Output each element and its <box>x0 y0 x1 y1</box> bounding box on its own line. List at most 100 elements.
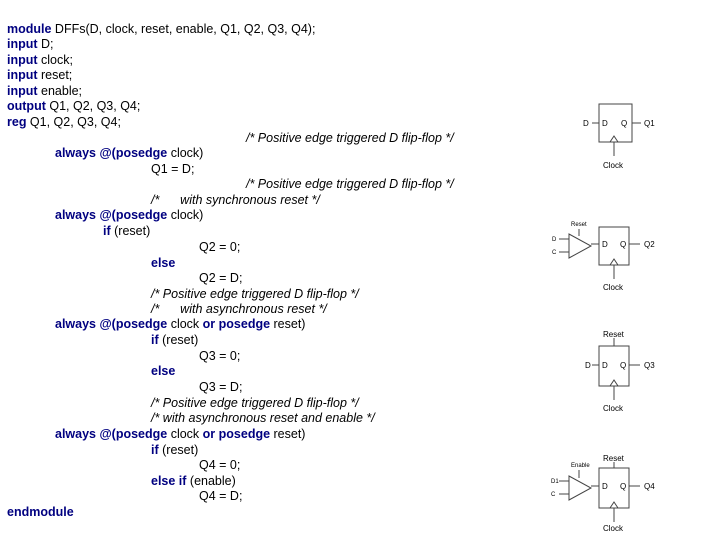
code-line: reg Q1, Q2, Q3, Q4; <box>7 115 121 130</box>
ff3-clock-label: Clock <box>603 404 624 413</box>
keyword: else if <box>151 474 187 488</box>
ff2-d-label: D <box>552 237 557 243</box>
code-text: (reset) <box>158 443 199 457</box>
keyword: always @(posedge <box>55 146 168 160</box>
comment: /* Positive edge triggered D flip-flop *… <box>151 287 359 301</box>
code-line: Q2 = D; <box>199 271 242 286</box>
keyword: or posedge <box>202 317 271 331</box>
code-text: clock) <box>167 208 204 222</box>
ff3-d-label: D <box>585 361 591 370</box>
keyword: module <box>7 22 52 36</box>
code-line: Q1 = D; <box>151 162 194 177</box>
ff4-enable-label: Enable <box>571 463 590 469</box>
code-line: Q4 = D; <box>199 489 242 504</box>
code-line: /* Positive edge triggered D flip-flop *… <box>246 177 454 192</box>
ff1-d-inner-label: D <box>602 119 608 128</box>
ff1-q-output-label: Q1 <box>644 119 655 128</box>
code-text: reset; <box>37 68 73 82</box>
code-line: /* Positive edge triggered D flip-flop *… <box>246 131 454 146</box>
keyword: endmodule <box>7 505 74 519</box>
ff2-d-inner-label: D <box>602 240 608 249</box>
keyword: or posedge <box>202 427 271 441</box>
code-line: module DFFs(D, clock, reset, enable, Q1,… <box>7 22 315 37</box>
code-line: input enable; <box>7 84 82 99</box>
code-line: input reset; <box>7 68 72 83</box>
keyword: reg <box>7 115 27 129</box>
keyword: always @(posedge <box>55 317 168 331</box>
code-line: /* with asynchronous reset and enable */ <box>151 411 375 426</box>
keyword: always @(posedge <box>55 427 168 441</box>
keyword: output <box>7 99 46 113</box>
code-text: (reset) <box>158 333 199 347</box>
ff2-c-label: C <box>552 250 557 256</box>
ff4-q-inner-label: Q <box>620 482 626 491</box>
ff3-q-inner-label: Q <box>620 361 626 370</box>
code-line: endmodule <box>7 505 74 520</box>
keyword: else <box>151 364 176 378</box>
comment: /* with synchronous reset */ <box>151 193 320 207</box>
ff1-q-inner-label: Q <box>621 119 627 128</box>
code-line: Q3 = 0; <box>199 349 240 364</box>
flip-flop-q3-diagram <box>592 338 640 400</box>
code-line: Q4 = 0; <box>199 458 240 473</box>
keyword: if <box>151 443 159 457</box>
keyword: input <box>7 37 38 51</box>
code-line: if (reset) <box>103 224 150 239</box>
code-line: /* with synchronous reset */ <box>151 193 320 208</box>
comment: /* Positive edge triggered D flip-flop *… <box>246 177 454 191</box>
code-line: /* Positive edge triggered D flip-flop *… <box>151 396 359 411</box>
code-text: reset) <box>270 427 306 441</box>
code-text: clock <box>167 427 203 441</box>
code-text: D; <box>37 37 54 51</box>
code-text: (reset) <box>110 224 151 238</box>
code-text: Q1, Q2, Q3, Q4; <box>26 115 121 129</box>
code-text: Q3 = 0; <box>199 349 241 363</box>
keyword: if <box>103 224 111 238</box>
comment: /* with asynchronous reset and enable */ <box>151 411 375 425</box>
ff4-reset-label: Reset <box>603 454 625 463</box>
code-line: always @(posedge clock) <box>55 208 203 223</box>
code-line: else if (enable) <box>151 474 236 489</box>
comment: /* Positive edge triggered D flip-flop *… <box>151 396 359 410</box>
keyword: else <box>151 256 176 270</box>
ff2-reset-label: Reset <box>571 222 587 228</box>
code-line: if (reset) <box>151 333 198 348</box>
code-line: /* with asynchronous reset */ <box>151 302 327 317</box>
code-text: enable; <box>37 84 83 98</box>
flip-flop-q1-diagram <box>592 103 641 156</box>
ff1-clock-label: Clock <box>603 161 624 170</box>
keyword: if <box>151 333 159 347</box>
code-text: Q4 = 0; <box>199 458 241 472</box>
code-text: reset) <box>270 317 306 331</box>
ff4-c-label: C <box>551 492 556 498</box>
ff2-q-inner-label: Q <box>620 240 626 249</box>
ff1-d-label: D <box>583 119 589 128</box>
code-text: DFFs(D, clock, reset, enable, Q1, Q2, Q3… <box>51 22 316 36</box>
code-text: Q2 = D; <box>199 271 243 285</box>
code-text: clock) <box>167 146 204 160</box>
ff4-clock-label: Clock <box>603 524 624 533</box>
ff3-q-output-label: Q3 <box>644 361 655 370</box>
code-text: clock; <box>37 53 73 67</box>
code-line: if (reset) <box>151 443 198 458</box>
ff3-d-inner-label: D <box>602 361 608 370</box>
code-line: always @(posedge clock or posedge reset) <box>55 317 305 332</box>
keyword: input <box>7 53 38 67</box>
code-text: Q4 = D; <box>199 489 243 503</box>
code-text: Q1, Q2, Q3, Q4; <box>45 99 141 113</box>
ff2-clock-label: Clock <box>603 283 624 292</box>
flip-flop-q2-diagram <box>559 226 640 279</box>
code-line: Q3 = D; <box>199 380 242 395</box>
ff3-reset-label: Reset <box>603 330 625 339</box>
flip-flop-q4-diagram <box>559 462 640 522</box>
keyword: input <box>7 68 38 82</box>
ff4-q-output-label: Q4 <box>644 482 655 491</box>
ff4-d-label: D1 <box>551 479 559 485</box>
ff4-d-inner-label: D <box>602 482 608 491</box>
code-line: /* Positive edge triggered D flip-flop *… <box>151 287 359 302</box>
keyword: always @(posedge <box>55 208 168 222</box>
comment: /* Positive edge triggered D flip-flop *… <box>246 131 454 145</box>
code-text: Q1 = D; <box>151 162 195 176</box>
code-line: input clock; <box>7 53 73 68</box>
